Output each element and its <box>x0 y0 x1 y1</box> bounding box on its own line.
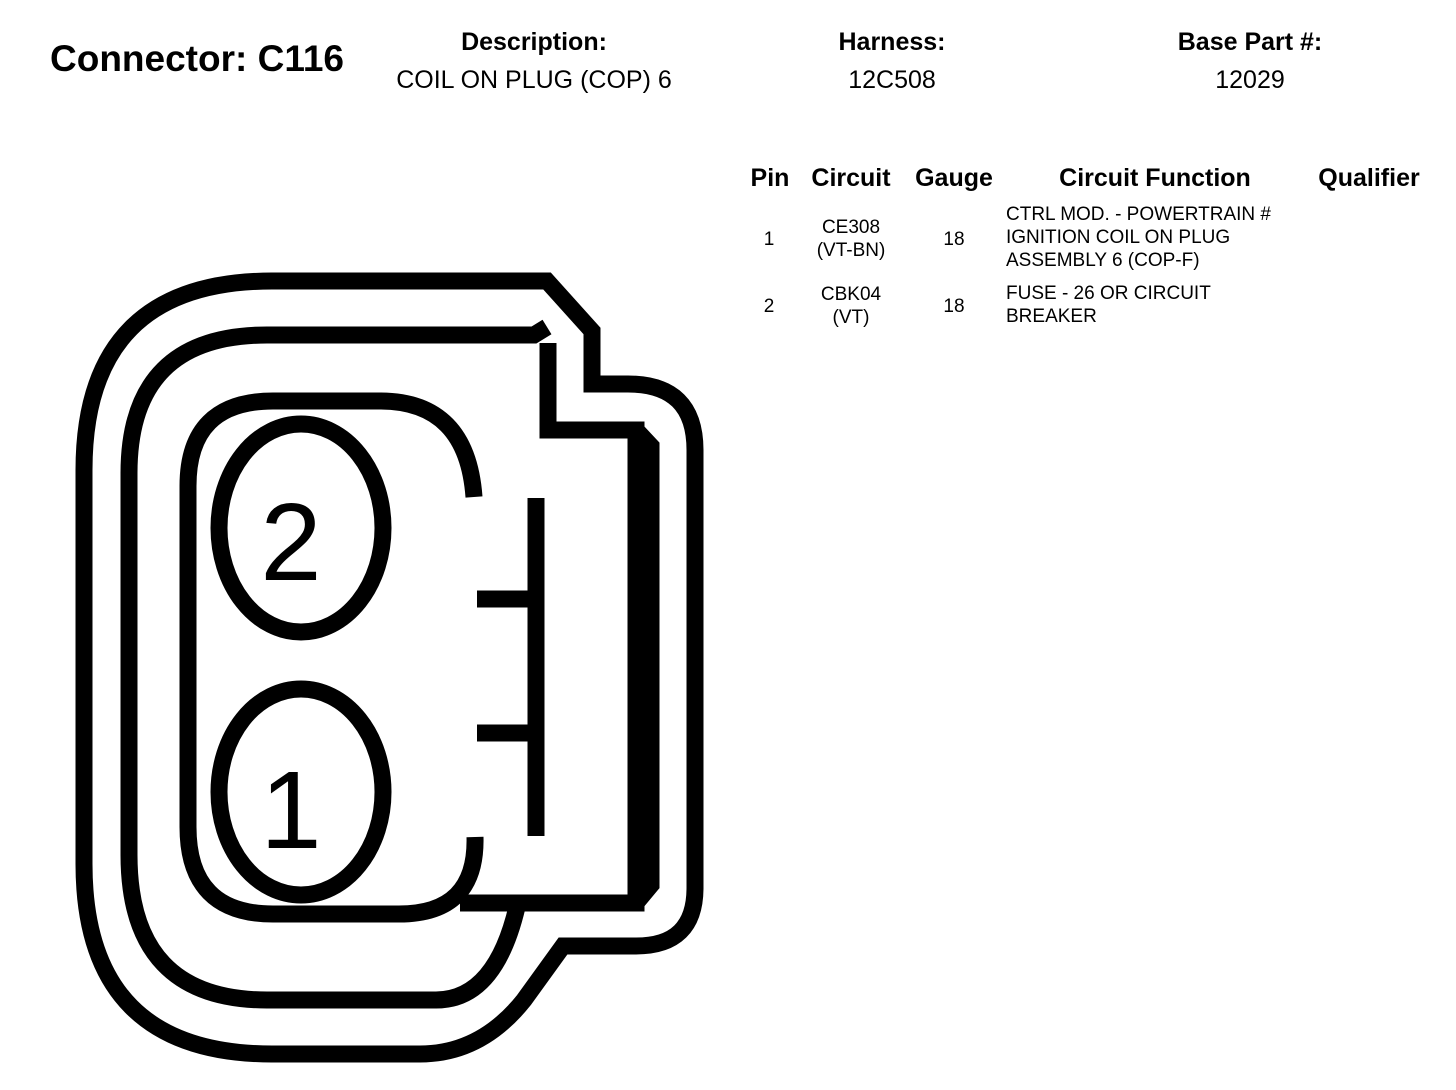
row-2-function-line-1: FUSE - 26 OR CIRCUIT <box>1006 283 1211 304</box>
harness-label: Harness: <box>838 28 946 56</box>
connector-latch-body <box>460 343 645 912</box>
row-1-pin: 1 <box>763 229 775 250</box>
connector-inner-cavity <box>179 392 484 923</box>
row-1-circuit-code: CE308 <box>821 217 881 238</box>
row-1-function: CTRL MOD. - POWERTRAIN # IGNITION COIL O… <box>1006 203 1306 272</box>
row-2-circuit-color: (VT) <box>832 307 870 328</box>
connector-middle-shell <box>120 319 552 1009</box>
col-header-pin: Pin <box>750 164 790 192</box>
row-1-function-line-1: CTRL MOD. - POWERTRAIN # <box>1006 204 1271 225</box>
harness-value: 12C508 <box>848 66 936 94</box>
row-2-function-line-2: BREAKER <box>1006 306 1097 327</box>
col-header-qualifier: Qualifier <box>1318 164 1420 192</box>
col-header-gauge: Gauge <box>915 164 993 192</box>
pin-label-1: 1 <box>260 749 321 872</box>
pin-cavity-2 <box>210 415 392 641</box>
row-1-function-line-2: IGNITION COIL ON PLUG <box>1006 227 1231 248</box>
pin-label-2: 2 <box>260 481 321 604</box>
connector-title: Connector: C116 <box>50 38 345 79</box>
connector-latch-side <box>629 424 660 909</box>
row-1-function-line-3: ASSEMBLY 6 (COP-F) <box>1006 250 1200 271</box>
base-part-label: Base Part #: <box>1177 28 1323 56</box>
row-2-circuit: CBK04 (VT) <box>796 283 906 329</box>
description-label: Description: <box>461 28 607 56</box>
row-2-circuit-code: CBK04 <box>820 284 882 305</box>
row-2-function: FUSE - 26 OR CIRCUIT BREAKER <box>1006 282 1306 328</box>
connector-outer-shell <box>75 272 704 1063</box>
row-1-gauge: 18 <box>943 229 965 250</box>
description-value: COIL ON PLUG (COP) 6 <box>396 66 672 94</box>
row-2-gauge: 18 <box>943 296 965 317</box>
row-1-circuit: CE308 (VT-BN) <box>796 216 906 262</box>
row-2-pin: 2 <box>763 296 775 317</box>
col-header-circuit-function: Circuit Function <box>1059 164 1251 192</box>
pin-cavity-1 <box>210 680 392 904</box>
base-part-value: 12029 <box>1215 66 1285 94</box>
col-header-circuit: Circuit <box>811 164 891 192</box>
row-1-circuit-color: (VT-BN) <box>816 240 886 261</box>
